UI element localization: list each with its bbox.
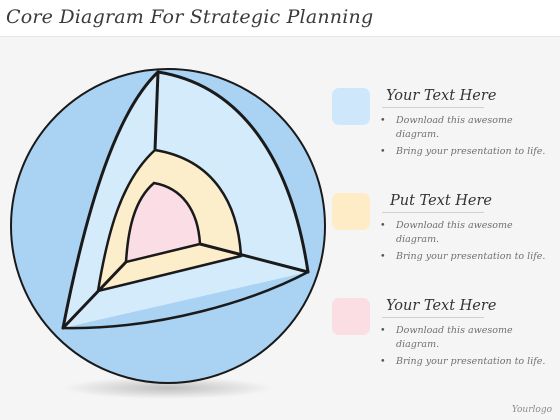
legend-bullet-list: Download this awesome diagram. Bring you… bbox=[378, 114, 546, 162]
bullet-item: Bring your presentation to life. bbox=[378, 250, 546, 264]
core-diagram bbox=[10, 68, 326, 399]
legend-item-title: Your Text Here bbox=[386, 88, 497, 104]
legend-title-underline bbox=[382, 212, 484, 213]
core-layer bbox=[124, 181, 202, 264]
legend-title-underline bbox=[382, 317, 484, 318]
legend-bullet-list: Download this awesome diagram. Bring you… bbox=[378, 219, 546, 267]
cut-edges bbox=[61, 70, 310, 330]
bullet-item: Download this awesome diagram. bbox=[378, 114, 546, 142]
legend-item-title: Your Text Here bbox=[386, 298, 497, 314]
legend-swatch-blue bbox=[332, 88, 370, 125]
bullet-item: Download this awesome diagram. bbox=[378, 219, 546, 247]
bullet-item: Bring your presentation to life. bbox=[378, 145, 546, 159]
legend-bullet-list: Download this awesome diagram. Bring you… bbox=[378, 324, 546, 372]
sphere-shadow bbox=[63, 377, 273, 399]
logo-text: Yourlogo bbox=[511, 405, 552, 415]
page-title: Core Diagram For Strategic Planning bbox=[6, 6, 374, 28]
legend-title-underline bbox=[382, 107, 484, 108]
bullet-item: Download this awesome diagram. bbox=[378, 324, 546, 352]
legend-item-title: Put Text Here bbox=[390, 193, 493, 209]
legend-swatch-pink bbox=[332, 298, 370, 335]
legend-swatch-yellow bbox=[332, 193, 370, 230]
bullet-item: Bring your presentation to life. bbox=[378, 355, 546, 369]
title-divider bbox=[0, 36, 560, 37]
